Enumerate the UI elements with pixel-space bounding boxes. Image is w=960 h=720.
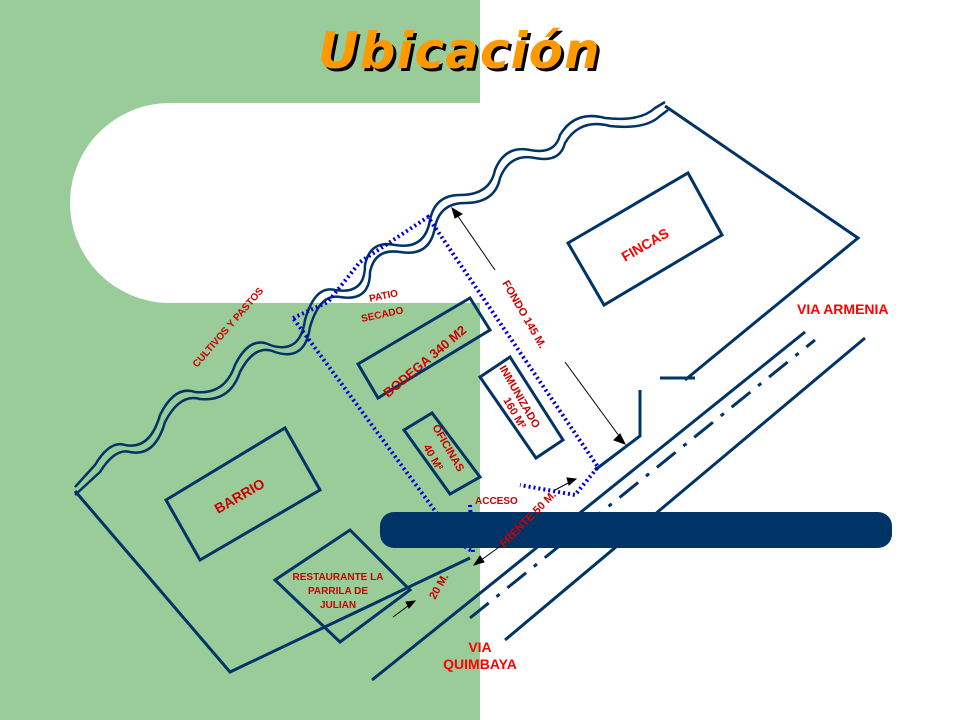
frente-arrowhead-left — [472, 555, 485, 566]
restaurante-label-line3: JULIAN — [320, 600, 356, 611]
fincas-label: FINCAS — [619, 225, 672, 265]
cultivos-label: CULTIVOS Y PASTOS — [191, 286, 266, 370]
barrio-building — [163, 425, 323, 563]
oficinas-building — [401, 411, 483, 496]
via-quimbaya-label-line1: VIA — [468, 639, 491, 655]
fondo-label: FONDO 145 M. — [499, 279, 548, 351]
fondo-arrow-lower — [564, 361, 623, 441]
fondo-arrow-upper — [454, 211, 496, 271]
road-center-line — [469, 338, 816, 620]
restaurante-label-line1: RESTAURANTE LA — [293, 572, 384, 583]
inmunizado-building — [477, 354, 566, 461]
acceso-label: ACCESO — [475, 496, 518, 507]
frente-arrowhead-right — [566, 477, 578, 486]
restaurante-label-line2: PARRILA DE — [308, 586, 368, 597]
page-title: Ubicación — [318, 22, 601, 80]
patio-label: PATIO — [368, 288, 399, 305]
bodega-building — [355, 295, 493, 401]
via-armenia-label: VIA ARMENIA — [797, 301, 889, 317]
twenty-arrowhead — [405, 600, 417, 609]
access-road-bar — [380, 512, 892, 548]
white-rounded-panel — [70, 103, 630, 303]
property-boundaries — [73, 104, 866, 682]
river-boundary — [74, 100, 669, 496]
fondo-arrowhead-lower — [613, 433, 627, 445]
restaurante-building — [272, 528, 413, 644]
fondo-arrowhead-upper — [451, 206, 463, 219]
bodega-label: BODEGA 340 M2 — [380, 322, 469, 400]
secado-label: SECADO — [360, 305, 404, 325]
barrio-label: BARRIO — [212, 475, 268, 517]
fincas-building — [565, 170, 725, 308]
via-quimbaya-label-line2: QUIMBAYA — [443, 656, 517, 672]
